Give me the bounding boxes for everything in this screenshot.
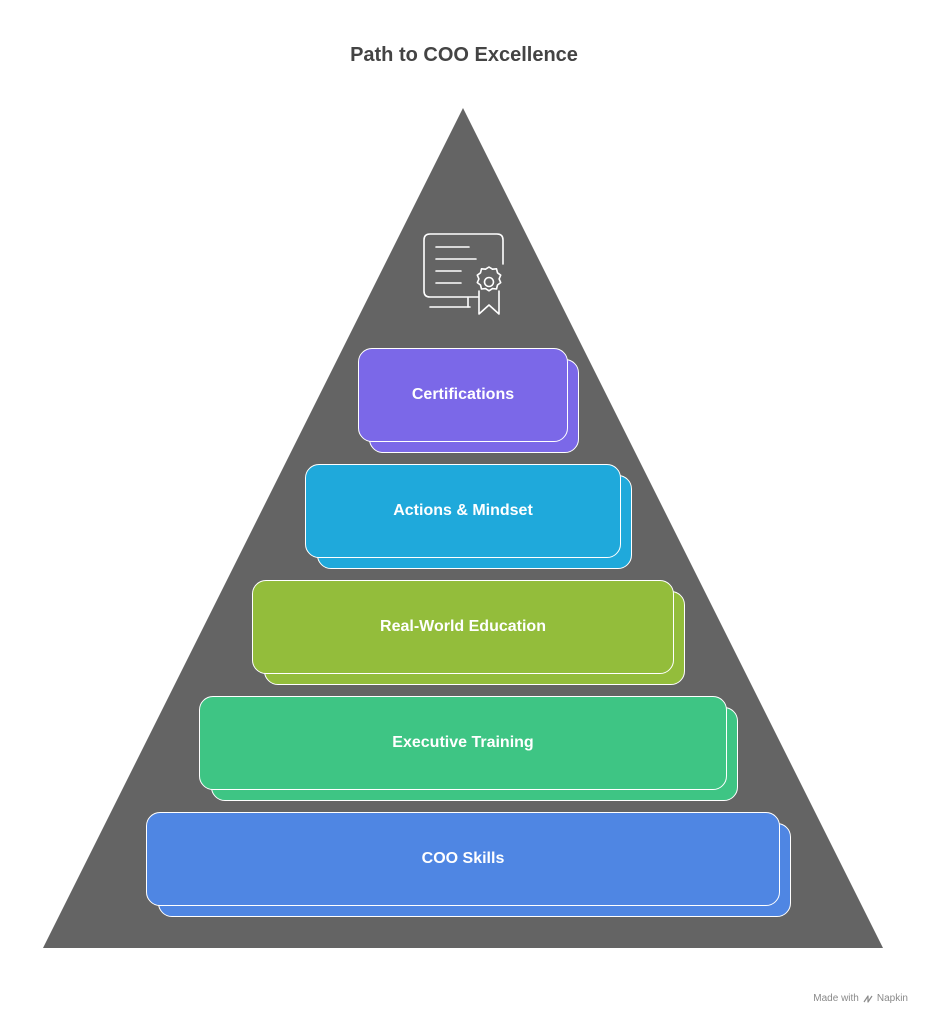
tier-label: Real-World Education <box>380 618 546 635</box>
tier-label: Executive Training <box>392 734 534 751</box>
certificate-icon <box>423 233 504 315</box>
tier-label: COO Skills <box>421 850 505 867</box>
tier-certifications[interactable]: Certifications <box>358 348 568 442</box>
tier-label: Actions & Mindset <box>393 502 533 519</box>
watermark-brand: Napkin <box>876 993 908 1004</box>
watermark-prefix: Made with <box>813 993 859 1004</box>
tier-label: Certifications <box>411 386 515 403</box>
napkin-logo-icon <box>863 994 873 1003</box>
tier-actions-mindset[interactable]: Actions & Mindset <box>305 464 621 558</box>
tier-real-world-education[interactable]: Real-World Education <box>252 580 674 674</box>
made-with-napkin-watermark[interactable]: Made with Napkin <box>813 993 908 1004</box>
diagram-title: Path to COO Excellence <box>350 44 578 66</box>
tier-coo-skills[interactable]: COO Skills <box>146 812 780 906</box>
tier-executive-training[interactable]: Executive Training <box>199 696 727 790</box>
